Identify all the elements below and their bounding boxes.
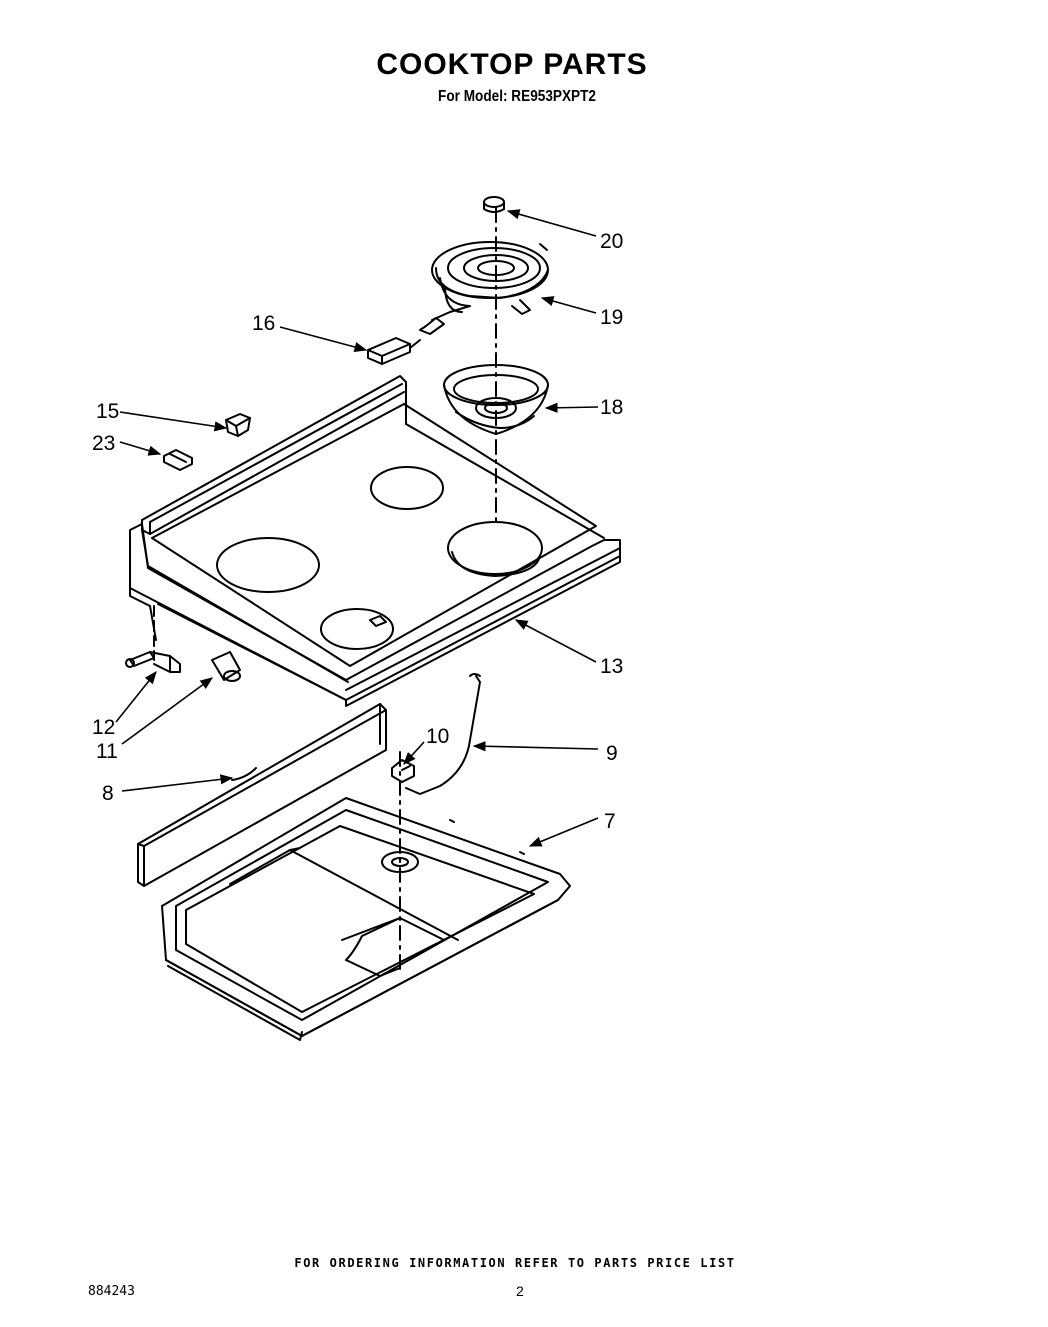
callout-15: 15 [96, 400, 119, 423]
callout-19: 19 [600, 306, 623, 329]
callout-18: 18 [600, 396, 623, 419]
ordering-note: FOR ORDERING INFORMATION REFER TO PARTS … [294, 1256, 736, 1270]
leader-8 [121, 774, 234, 792]
callout-11: 11 [96, 740, 118, 763]
callout-10: 10 [426, 725, 449, 748]
callout-8: 8 [102, 782, 114, 805]
callout-12: 12 [92, 716, 115, 739]
document-number: 884243 [88, 1284, 135, 1299]
leader-23 [119, 441, 162, 456]
leader-18 [544, 402, 599, 413]
model-subtitle: For Model: RE953PXPT2 [438, 88, 596, 105]
part-15-clip [225, 413, 251, 437]
part-11-spacer [211, 651, 241, 682]
leader-12 [115, 671, 157, 723]
page-number: 2 [516, 1283, 524, 1299]
callout-20: 20 [600, 230, 623, 253]
part-23-bracket [163, 449, 193, 471]
page-title: COOKTOP PARTS [376, 48, 648, 81]
leader-20 [506, 209, 597, 237]
callout-16: 16 [252, 312, 275, 335]
leader-7 [528, 817, 599, 847]
callout-9: 9 [606, 742, 618, 765]
leader-13 [514, 619, 597, 663]
part-8-front-rail [137, 703, 387, 887]
part-20-cap [483, 196, 505, 213]
part-19-surface-element [419, 241, 549, 335]
leader-16 [279, 326, 368, 352]
leader-15 [119, 411, 228, 432]
part-16-terminal-block [367, 337, 421, 365]
leader-19 [540, 296, 597, 314]
leader-9 [472, 741, 599, 752]
leader-10 [403, 741, 425, 765]
callout-7: 7 [604, 810, 616, 833]
leader-11 [121, 677, 214, 745]
callout-13: 13 [600, 655, 623, 678]
part-10-clip [391, 759, 415, 783]
part-13-cooktop [129, 375, 621, 707]
callout-23: 23 [92, 432, 115, 455]
part-7-burner-box [161, 797, 571, 1041]
part-9-rod [405, 673, 481, 795]
